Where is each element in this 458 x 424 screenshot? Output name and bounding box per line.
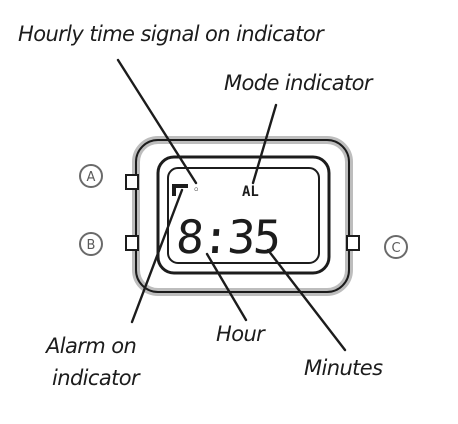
button-b-stub [125, 235, 139, 251]
button-a-circle [79, 164, 103, 188]
button-a-letter: A [87, 170, 96, 185]
lcd-content: ◦ AL 8:35 [172, 184, 282, 264]
time-display: 8:35 [175, 210, 282, 264]
alarm-on-indicator-icon [172, 184, 188, 196]
leader-hour [205, 252, 248, 322]
button-c-letter: C [391, 241, 400, 256]
leader-alarm [130, 188, 184, 324]
leader-minutes [266, 248, 347, 352]
lcd-window [167, 167, 320, 264]
button-c-circle [384, 235, 408, 259]
button-labels: A B C [79, 164, 408, 259]
alarm-on-label-line2: indicator [52, 366, 140, 390]
mode-indicator-label: Mode indicator [224, 71, 373, 95]
button-a-stub [125, 174, 139, 190]
alarm-on-label-line1: Alarm on [46, 334, 137, 358]
hour-label: Hour [216, 322, 265, 346]
mode-indicator-text: AL [242, 184, 259, 200]
leader-hourly [116, 58, 198, 185]
watch-case [132, 136, 353, 296]
leader-lines [116, 58, 347, 352]
hourly-signal-label: Hourly time signal on indicator [18, 22, 324, 46]
hourly-signal-icon: ◦ [193, 185, 199, 196]
button-b-letter: B [87, 238, 96, 253]
case-inner-outline [135, 139, 350, 293]
button-c-stub [346, 235, 360, 251]
bezel [156, 155, 331, 275]
button-b-circle [79, 232, 103, 256]
leader-mode [251, 103, 278, 185]
side-buttons [125, 174, 360, 251]
minutes-label: Minutes [304, 356, 383, 380]
